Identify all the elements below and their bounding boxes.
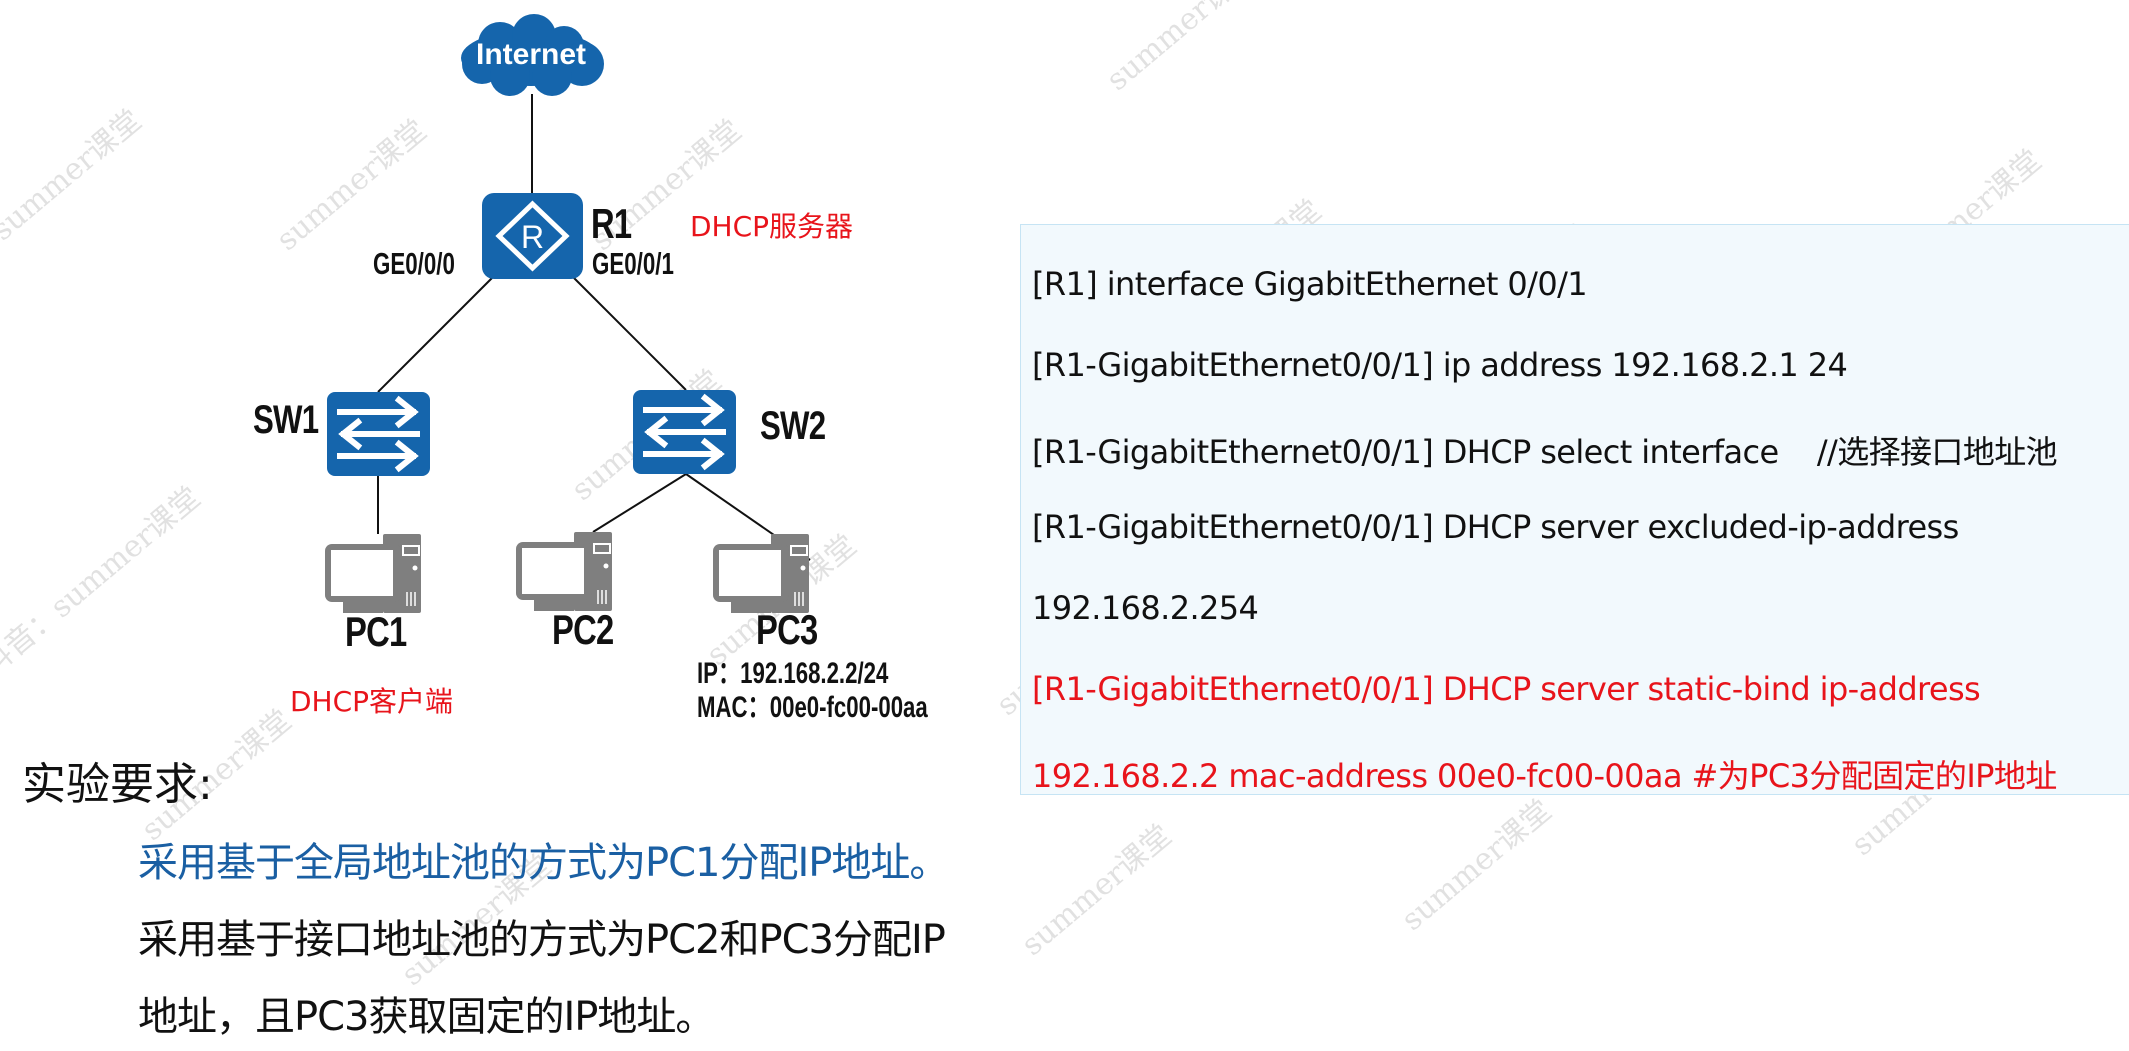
switch-sw2[interactable] xyxy=(633,390,736,474)
pc2[interactable] xyxy=(516,532,612,612)
pc3-name: PC3 xyxy=(756,606,818,653)
pc3[interactable] xyxy=(713,534,809,614)
router-r1[interactable]: R xyxy=(482,193,583,279)
watermark: summer课堂 xyxy=(1100,0,1264,98)
client-role-label: DHCP客户端 xyxy=(290,685,454,718)
switch-sw1-name: SW1 xyxy=(253,398,319,442)
link-r1-sw1 xyxy=(377,277,493,393)
port-label-ge000: GE0/0/0 xyxy=(373,246,455,281)
cloud-icon xyxy=(461,14,604,96)
code-line: [R1-GigabitEthernet0/0/1] ip address 192… xyxy=(1032,346,1848,384)
pc-icon xyxy=(516,532,612,611)
code-line-highlight: [R1-GigabitEthernet0/0/1] DHCP server st… xyxy=(1032,670,1981,708)
pc1[interactable] xyxy=(325,534,421,614)
watermark: summer课堂 xyxy=(1015,818,1179,963)
pc-icon xyxy=(325,534,421,613)
cloud-label: Internet xyxy=(475,38,586,71)
router-role-label: DHCP服务器 xyxy=(690,210,854,243)
config-code-box: [R1] interface GigabitEthernet 0/0/1 [R1… xyxy=(1020,224,2129,795)
link-sw2-pc2 xyxy=(592,473,687,533)
internet-cloud: Internet xyxy=(452,14,610,98)
requirement-item: 采用基于接口地址池的方式为PC2和PC3分配IP xyxy=(138,917,946,963)
switch-icon xyxy=(337,395,420,473)
link-r1-sw2 xyxy=(573,277,687,391)
switch-icon xyxy=(643,393,726,471)
switch-sw1[interactable] xyxy=(327,392,430,476)
code-line: [R1-GigabitEthernet0/0/1] DHCP select in… xyxy=(1032,433,2058,471)
pc-icon xyxy=(713,534,809,613)
requirement-item: 采用基于全局地址池的方式为PC1分配IP地址。 xyxy=(138,840,949,886)
code-line: [R1] interface GigabitEthernet 0/0/1 xyxy=(1032,265,1588,303)
topology-links xyxy=(377,94,811,561)
router-icon: R xyxy=(495,200,570,272)
pc1-name: PC1 xyxy=(345,608,407,655)
watermark: summer课堂 xyxy=(1395,793,1559,938)
switch-sw2-name: SW2 xyxy=(760,404,826,448)
pc2-name: PC2 xyxy=(552,606,614,653)
router-name: R1 xyxy=(591,200,632,247)
code-line-highlight: 192.168.2.2 mac-address 00e0-fc00-00aa #… xyxy=(1032,757,2057,795)
pc3-mac: MAC：00e0-fc00-00aa xyxy=(697,691,928,724)
port-label-ge001: GE0/0/1 xyxy=(592,246,674,281)
pc3-ip: IP：192.168.2.2/24 xyxy=(697,657,889,690)
code-line: [R1-GigabitEthernet0/0/1] DHCP server ex… xyxy=(1032,508,1959,546)
requirement-item: 地址，且PC3获取固定的IP地址。 xyxy=(138,994,715,1040)
code-line: 192.168.2.254 xyxy=(1032,589,1259,627)
router-glyph: R xyxy=(521,219,544,255)
requirements-title: 实验要求: xyxy=(22,759,213,810)
